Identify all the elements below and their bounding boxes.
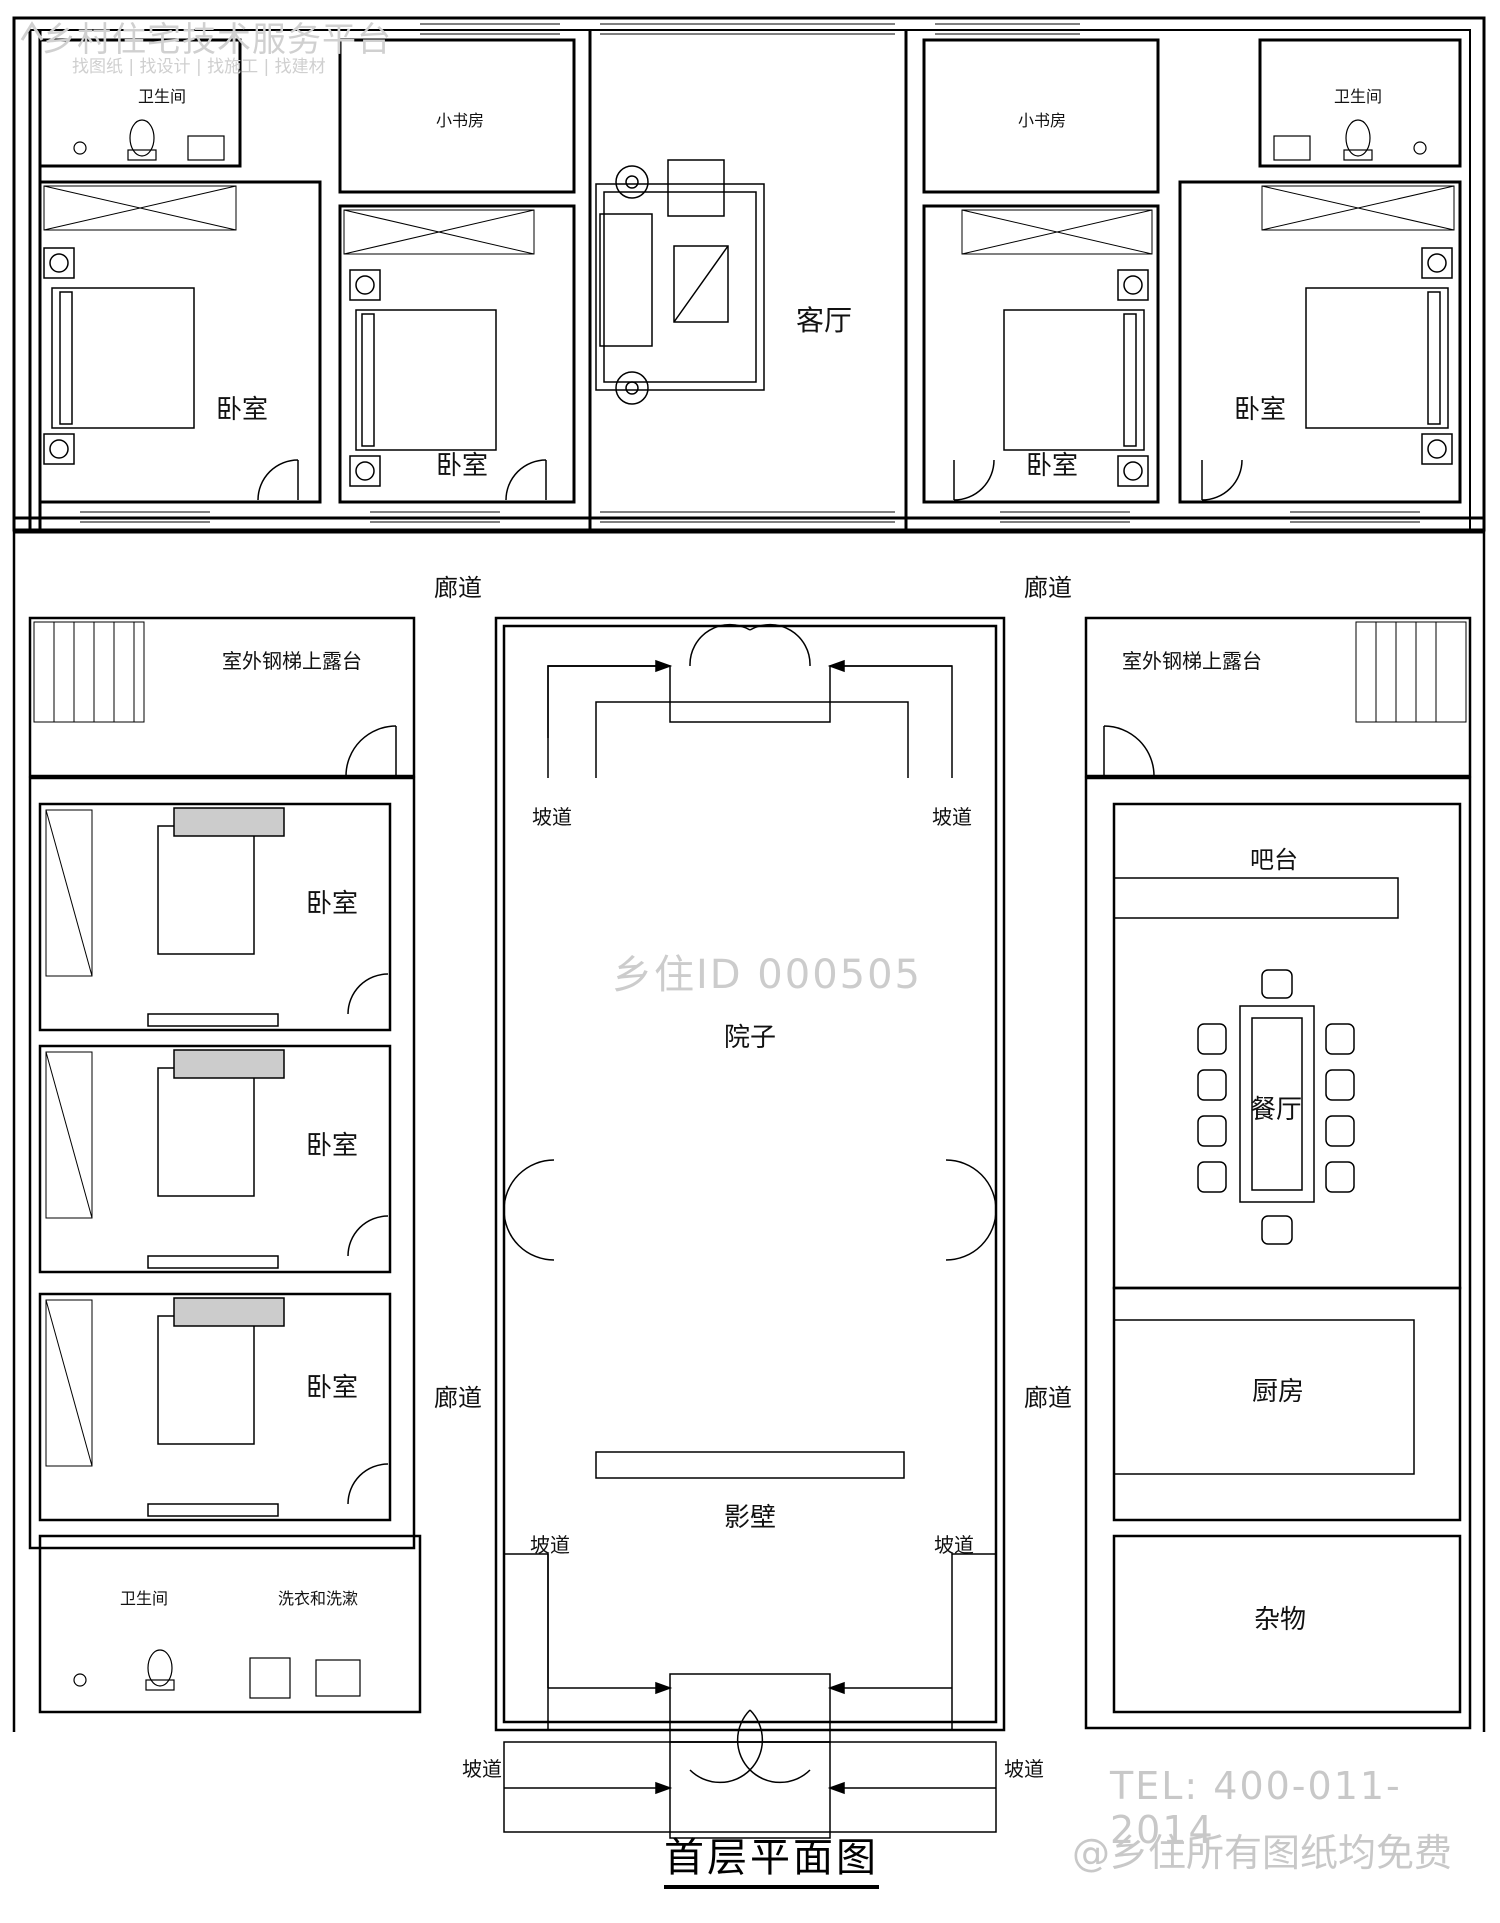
label-screen-wall: 影壁 bbox=[724, 1503, 776, 1533]
stairs bbox=[33, 621, 1467, 723]
top-wing-walls bbox=[12, 16, 1486, 534]
left-wardrobes bbox=[45, 809, 93, 1467]
label-kitchen: 厨房 bbox=[1252, 1377, 1304, 1407]
bath-fixtures bbox=[73, 119, 1427, 1699]
platform-logo-icon bbox=[20, 21, 44, 41]
label-study-r: 小书房 bbox=[1018, 111, 1066, 130]
label-bed-7: 卧室 bbox=[306, 1373, 358, 1403]
living-sofa-set bbox=[595, 159, 765, 405]
label-stair-l: 室外钢梯上露台 bbox=[222, 649, 362, 673]
label-ramp-2: 坡道 bbox=[932, 805, 972, 829]
ramp-arrows bbox=[504, 659, 996, 1795]
label-corridor-bl: 廊道 bbox=[434, 1384, 482, 1412]
label-ramp-5: 坡道 bbox=[462, 1757, 502, 1781]
label-bath-tr: 卫生间 bbox=[1334, 87, 1382, 106]
label-ramp-6: 坡道 bbox=[1004, 1757, 1044, 1781]
label-ramp-3: 坡道 bbox=[530, 1533, 570, 1557]
label-living: 客厅 bbox=[796, 304, 852, 337]
label-bed-3: 卧室 bbox=[1026, 451, 1078, 481]
label-laundry: 洗衣和洗漱 bbox=[278, 1589, 358, 1608]
courtyard-details bbox=[503, 665, 997, 1839]
doors bbox=[257, 459, 1243, 1784]
label-bed-4: 卧室 bbox=[1234, 395, 1286, 425]
wardrobes-top bbox=[43, 185, 1455, 255]
label-bed-2: 卧室 bbox=[436, 451, 488, 481]
platform-watermark-sub: 找图纸 | 找设计 | 找施工 | 找建材 bbox=[72, 57, 326, 77]
id-watermark: 乡住ID 000505 bbox=[612, 952, 923, 998]
label-bed-5: 卧室 bbox=[306, 889, 358, 919]
left-beds bbox=[147, 807, 285, 1517]
label-bed-1: 卧室 bbox=[216, 395, 268, 425]
label-corridor-tl: 廊道 bbox=[434, 574, 482, 602]
middle-walls bbox=[12, 530, 1486, 1732]
beds-top bbox=[43, 247, 1453, 487]
platform-watermark: 乡村住宅技术服务平台 bbox=[42, 20, 392, 60]
left-bedrooms bbox=[28, 776, 422, 1714]
right-rooms bbox=[1084, 776, 1472, 1730]
plan-title: 首层平面图 bbox=[664, 1825, 879, 1889]
label-corridor-br: 廊道 bbox=[1024, 1384, 1072, 1412]
label-courtyard: 院子 bbox=[724, 1023, 776, 1053]
label-study-l: 小书房 bbox=[436, 111, 484, 130]
label-ramp-4: 坡道 bbox=[934, 1533, 974, 1557]
label-bar: 吧台 bbox=[1250, 846, 1298, 874]
label-corridor-tr: 廊道 bbox=[1024, 574, 1072, 602]
free-watermark: @乡住所有图纸均免费 bbox=[1072, 1831, 1453, 1875]
label-ramp-1: 坡道 bbox=[532, 805, 572, 829]
label-storage: 杂物 bbox=[1254, 1605, 1306, 1635]
label-bath-bl: 卫生间 bbox=[120, 1589, 168, 1608]
tel-watermark: TEL: 400-011-2014 bbox=[1110, 1764, 1402, 1852]
dining-table-set bbox=[1197, 969, 1355, 1245]
label-bath-tl: 卫生间 bbox=[138, 87, 186, 106]
label-stair-r: 室外钢梯上露台 bbox=[1122, 649, 1262, 673]
label-bed-6: 卧室 bbox=[306, 1131, 358, 1161]
label-dining: 餐厅 bbox=[1250, 1095, 1302, 1125]
